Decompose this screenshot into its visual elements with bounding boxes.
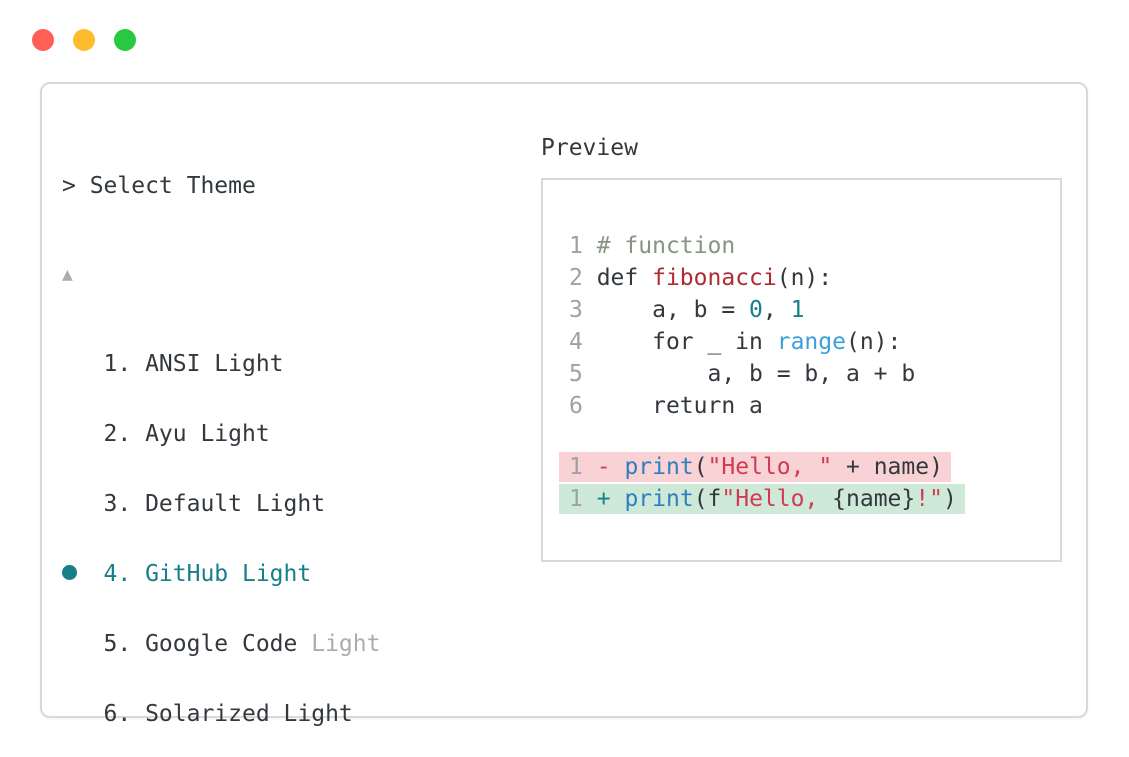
code-line-for: 4 for _ in range(n):	[569, 329, 902, 355]
diff-added-line-wrap: 1 + print(f"Hello, {name}!")	[559, 482, 1060, 514]
theme-item-number: 3.	[89, 491, 132, 517]
theme-item-google-code-light[interactable]: 5. Google Code Light	[62, 628, 879, 660]
theme-item-label: Google Code	[145, 631, 298, 657]
theme-picker-panel: > Select Theme ▲ 1. ANSI Light 2. Ayu Light…	[40, 82, 1088, 727]
theme-item-number: 1.	[89, 351, 132, 377]
diff-removed-line-wrap: 1 - print("Hello, " + name)	[559, 450, 1060, 482]
picker-title-label: Select Theme	[89, 173, 256, 199]
preview-column: Preview 1 # function 2 def fibonacci(n):…	[541, 132, 1062, 562]
theme-item-default-light[interactable]: 3. Default Light	[62, 488, 879, 520]
diff-removed-line: 1 - print("Hello, " + name)	[559, 451, 951, 482]
scroll-up-icon: ▲	[62, 264, 73, 285]
theme-item-solarized-light[interactable]: 6. Solarized Light	[62, 698, 879, 730]
preview-title: Preview	[541, 135, 638, 161]
theme-item-label: GitHub Light	[145, 561, 312, 587]
picker-title: > Select Theme	[62, 170, 879, 202]
minimize-window-button[interactable]	[73, 29, 95, 51]
theme-item-label: Default Light	[145, 491, 326, 517]
theme-item-label: Solarized Light	[145, 701, 353, 727]
code-preview-box: 1 # function 2 def fibonacci(n): 3 a, b …	[541, 178, 1062, 562]
theme-item-github-light-selected[interactable]: 4. GitHub Light	[62, 558, 879, 590]
theme-item-number: 2.	[89, 421, 132, 447]
theme-item-label: ANSI Light	[145, 351, 284, 377]
code-line-return: 6 return a	[569, 393, 763, 419]
code-gap	[569, 422, 1060, 450]
code-line-assign: 3 a, b = 0, 1	[569, 297, 805, 323]
theme-item-number: 6.	[89, 701, 132, 727]
close-window-button[interactable]	[32, 29, 54, 51]
maximize-window-button[interactable]	[114, 29, 136, 51]
code-line-swap: 5 a, b = b, a + b	[569, 361, 916, 387]
prompt-chevron-icon: >	[62, 173, 76, 199]
theme-list-column: > Select Theme ▲ 1. ANSI Light 2. Ayu Light…	[62, 132, 879, 757]
theme-item-number: 5.	[89, 631, 132, 657]
theme-item-label: Ayu Light	[145, 421, 270, 447]
code-line-def: 2 def fibonacci(n):	[569, 265, 833, 291]
item-marker	[62, 558, 90, 590]
selected-indicator-dot	[62, 565, 77, 580]
scroll-up-control[interactable]: ▲	[62, 259, 879, 291]
theme-item-number: 4.	[89, 561, 132, 587]
theme-item-ayu-light[interactable]: 2. Ayu Light	[62, 418, 879, 450]
code-line-comment: 1 # function	[569, 233, 736, 259]
theme-item-variant: Light	[311, 631, 381, 657]
diff-added-line: 1 + print(f"Hello, {name}!")	[559, 483, 965, 514]
theme-item-ansi-light[interactable]: 1. ANSI Light	[62, 348, 879, 380]
window-controls	[32, 29, 136, 51]
